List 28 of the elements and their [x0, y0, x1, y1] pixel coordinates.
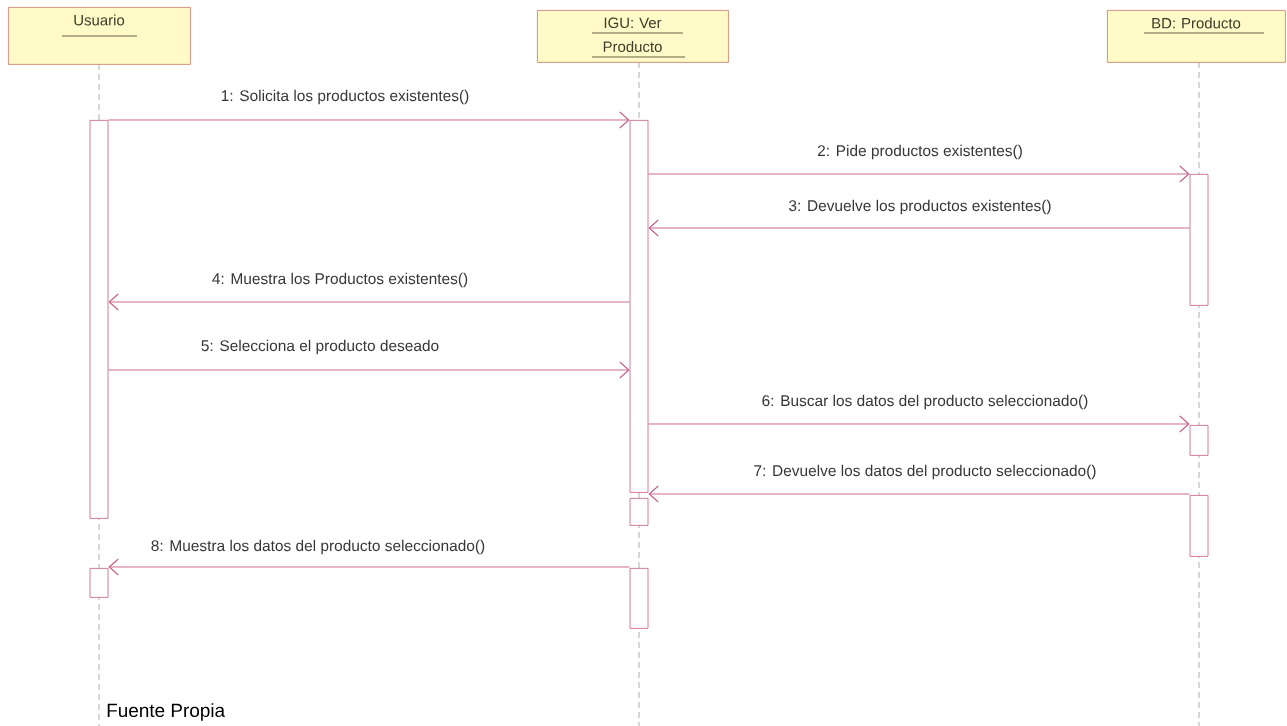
edge-label: 3: Devuelve los productos existentes()	[789, 199, 1051, 215]
message-arrow	[648, 219, 1191, 237]
participant-box: IGU: Ver Producto	[537, 10, 729, 63]
edge-label: 4: Muestra los Productos existentes()	[212, 272, 468, 288]
edge-label: 8: Muestra los datos del producto seleccionado()	[151, 539, 485, 555]
activation-bar	[629, 568, 649, 629]
activation-bar	[629, 498, 649, 526]
activation-bar	[89, 568, 109, 598]
edge-label: 2: Pide productos existentes()	[817, 144, 1022, 160]
edge-label: 1: Solicita los productos existentes()	[221, 89, 469, 105]
edge-label: 6: Buscar los datos del producto seleccionado()	[762, 394, 1088, 410]
message-arrow	[647, 165, 1190, 183]
message-arrow	[108, 558, 631, 576]
edge-label: 5: Selecciona el producto deseado	[201, 339, 439, 355]
message-arrow	[648, 485, 1191, 503]
activation-bar	[89, 120, 109, 519]
activation-bar	[629, 120, 649, 493]
message-arrow	[108, 293, 631, 311]
activation-bar	[1189, 425, 1209, 456]
edge-label: 7: Devuelve los datos del producto seleccionado()	[754, 464, 1096, 480]
message-arrow	[107, 361, 630, 379]
message-arrow	[647, 415, 1190, 433]
activation-bar	[1189, 174, 1209, 306]
participant-box: BD: Producto	[1107, 10, 1286, 63]
source-note: Fuente Propia	[107, 703, 226, 721]
activation-bar	[1189, 495, 1209, 557]
participant-box: Usuario	[8, 7, 191, 65]
message-arrow	[107, 111, 630, 129]
